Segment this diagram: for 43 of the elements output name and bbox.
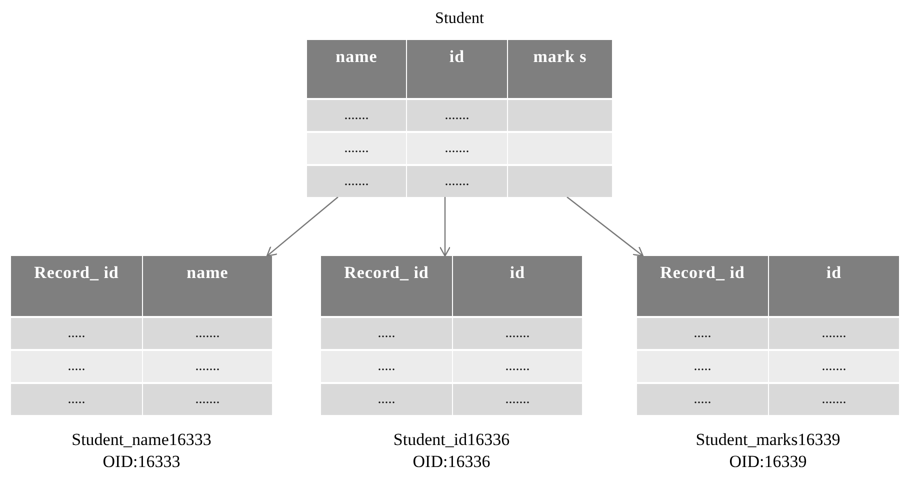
table-cell: ....... [143, 351, 272, 382]
arrow [439, 197, 451, 257]
table-caption: Student_marks16339 [694, 429, 842, 451]
table-cell: ....... [143, 384, 272, 415]
table-cell: ....... [407, 100, 507, 131]
table-caption: Student_id16336 [392, 429, 511, 451]
arrow [566, 196, 644, 257]
table-caption: OID:16339 [728, 451, 808, 473]
table-cell: ....... [307, 100, 406, 131]
table-cell: ....... [143, 318, 272, 349]
header-cell: Record_ id [637, 256, 768, 316]
table-cell: ....... [407, 166, 507, 197]
table-cell: ....... [453, 318, 582, 349]
table-cell: ..... [11, 318, 142, 349]
header-cell: Record_ id [321, 256, 452, 316]
header-cell: id [453, 256, 582, 316]
table-cell: ..... [321, 384, 452, 415]
table-caption: OID:16333 [102, 451, 182, 473]
table-cell: ....... [307, 133, 406, 164]
table-cell: ....... [453, 384, 582, 415]
header-cell: name [143, 256, 272, 316]
table-cell: ....... [307, 166, 406, 197]
table-cell: ..... [11, 351, 142, 382]
table-cell: ....... [769, 384, 899, 415]
table-cell: ..... [637, 351, 768, 382]
table-cell: ....... [453, 351, 582, 382]
table-cell: ....... [769, 351, 899, 382]
table-cell: ..... [637, 384, 768, 415]
header-cell: id [407, 40, 507, 98]
header-cell: name [307, 40, 406, 98]
table-title: Student [434, 10, 485, 28]
table-cell: ..... [11, 384, 142, 415]
table-caption: OID:16336 [412, 451, 492, 473]
header-cell: id [769, 256, 899, 316]
arrow [266, 196, 338, 257]
table-cell: ..... [321, 351, 452, 382]
header-cell: Record_ id [11, 256, 142, 316]
table-cell: ....... [407, 133, 507, 164]
table-cell: ..... [321, 318, 452, 349]
table-cell: ....... [769, 318, 899, 349]
header-cell: mark s [508, 40, 612, 98]
table-cell: ..... [637, 318, 768, 349]
table-caption: Student_name16333 [70, 429, 212, 451]
